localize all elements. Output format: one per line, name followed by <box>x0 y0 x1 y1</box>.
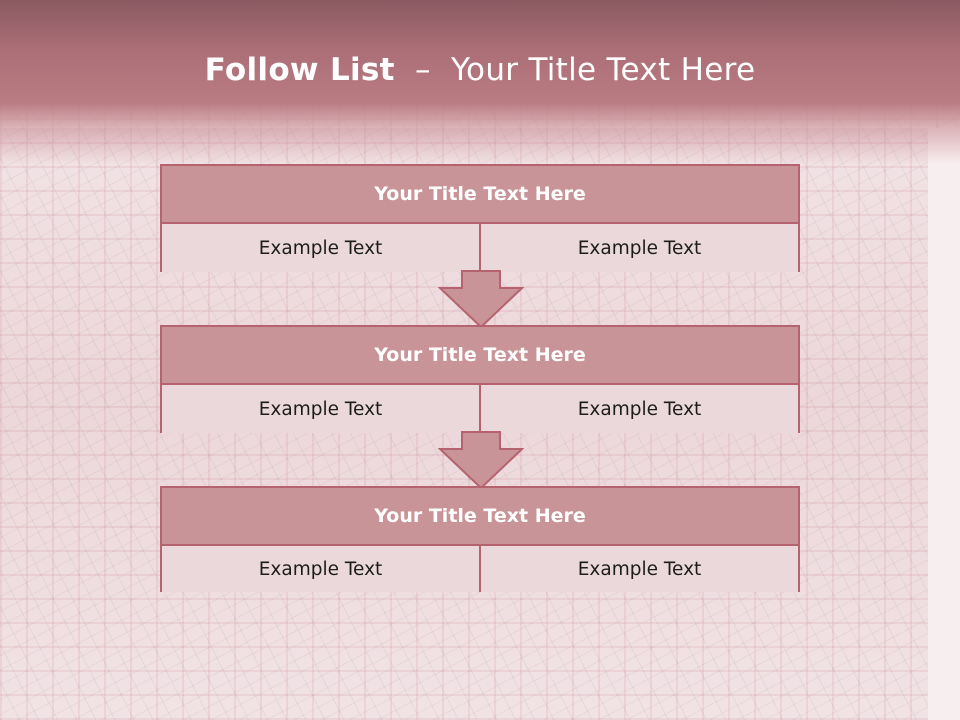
step-1-right-text: Example Text <box>479 224 798 272</box>
step-3-left-text: Example Text <box>162 546 479 592</box>
title-bar-fade <box>0 128 960 164</box>
slide-title-bold: Follow List <box>204 52 395 88</box>
step-title-3: Your Title Text Here <box>162 488 798 544</box>
step-row-2: Example Text Example Text <box>162 383 798 433</box>
down-arrow-icon-1 <box>438 270 524 328</box>
title-bar <box>0 0 960 128</box>
step-block-3: Your Title Text Here Example Text Exampl… <box>160 486 800 592</box>
step-1-left-text: Example Text <box>162 224 479 272</box>
step-title-1: Your Title Text Here <box>162 166 798 222</box>
step-block-2: Your Title Text Here Example Text Exampl… <box>160 325 800 433</box>
step-title-2: Your Title Text Here <box>162 327 798 383</box>
slide-title-separator: – <box>414 52 431 88</box>
down-arrow-icon-2 <box>438 431 524 489</box>
slide-title: Follow List – Your Title Text Here <box>0 52 960 88</box>
background-right-strip <box>928 128 960 720</box>
step-block-1: Your Title Text Here Example Text Exampl… <box>160 164 800 272</box>
step-3-right-text: Example Text <box>479 546 798 592</box>
step-2-right-text: Example Text <box>479 385 798 433</box>
step-row-3: Example Text Example Text <box>162 544 798 592</box>
slide-title-rest: Your Title Text Here <box>450 52 756 88</box>
step-row-1: Example Text Example Text <box>162 222 798 272</box>
step-2-left-text: Example Text <box>162 385 479 433</box>
